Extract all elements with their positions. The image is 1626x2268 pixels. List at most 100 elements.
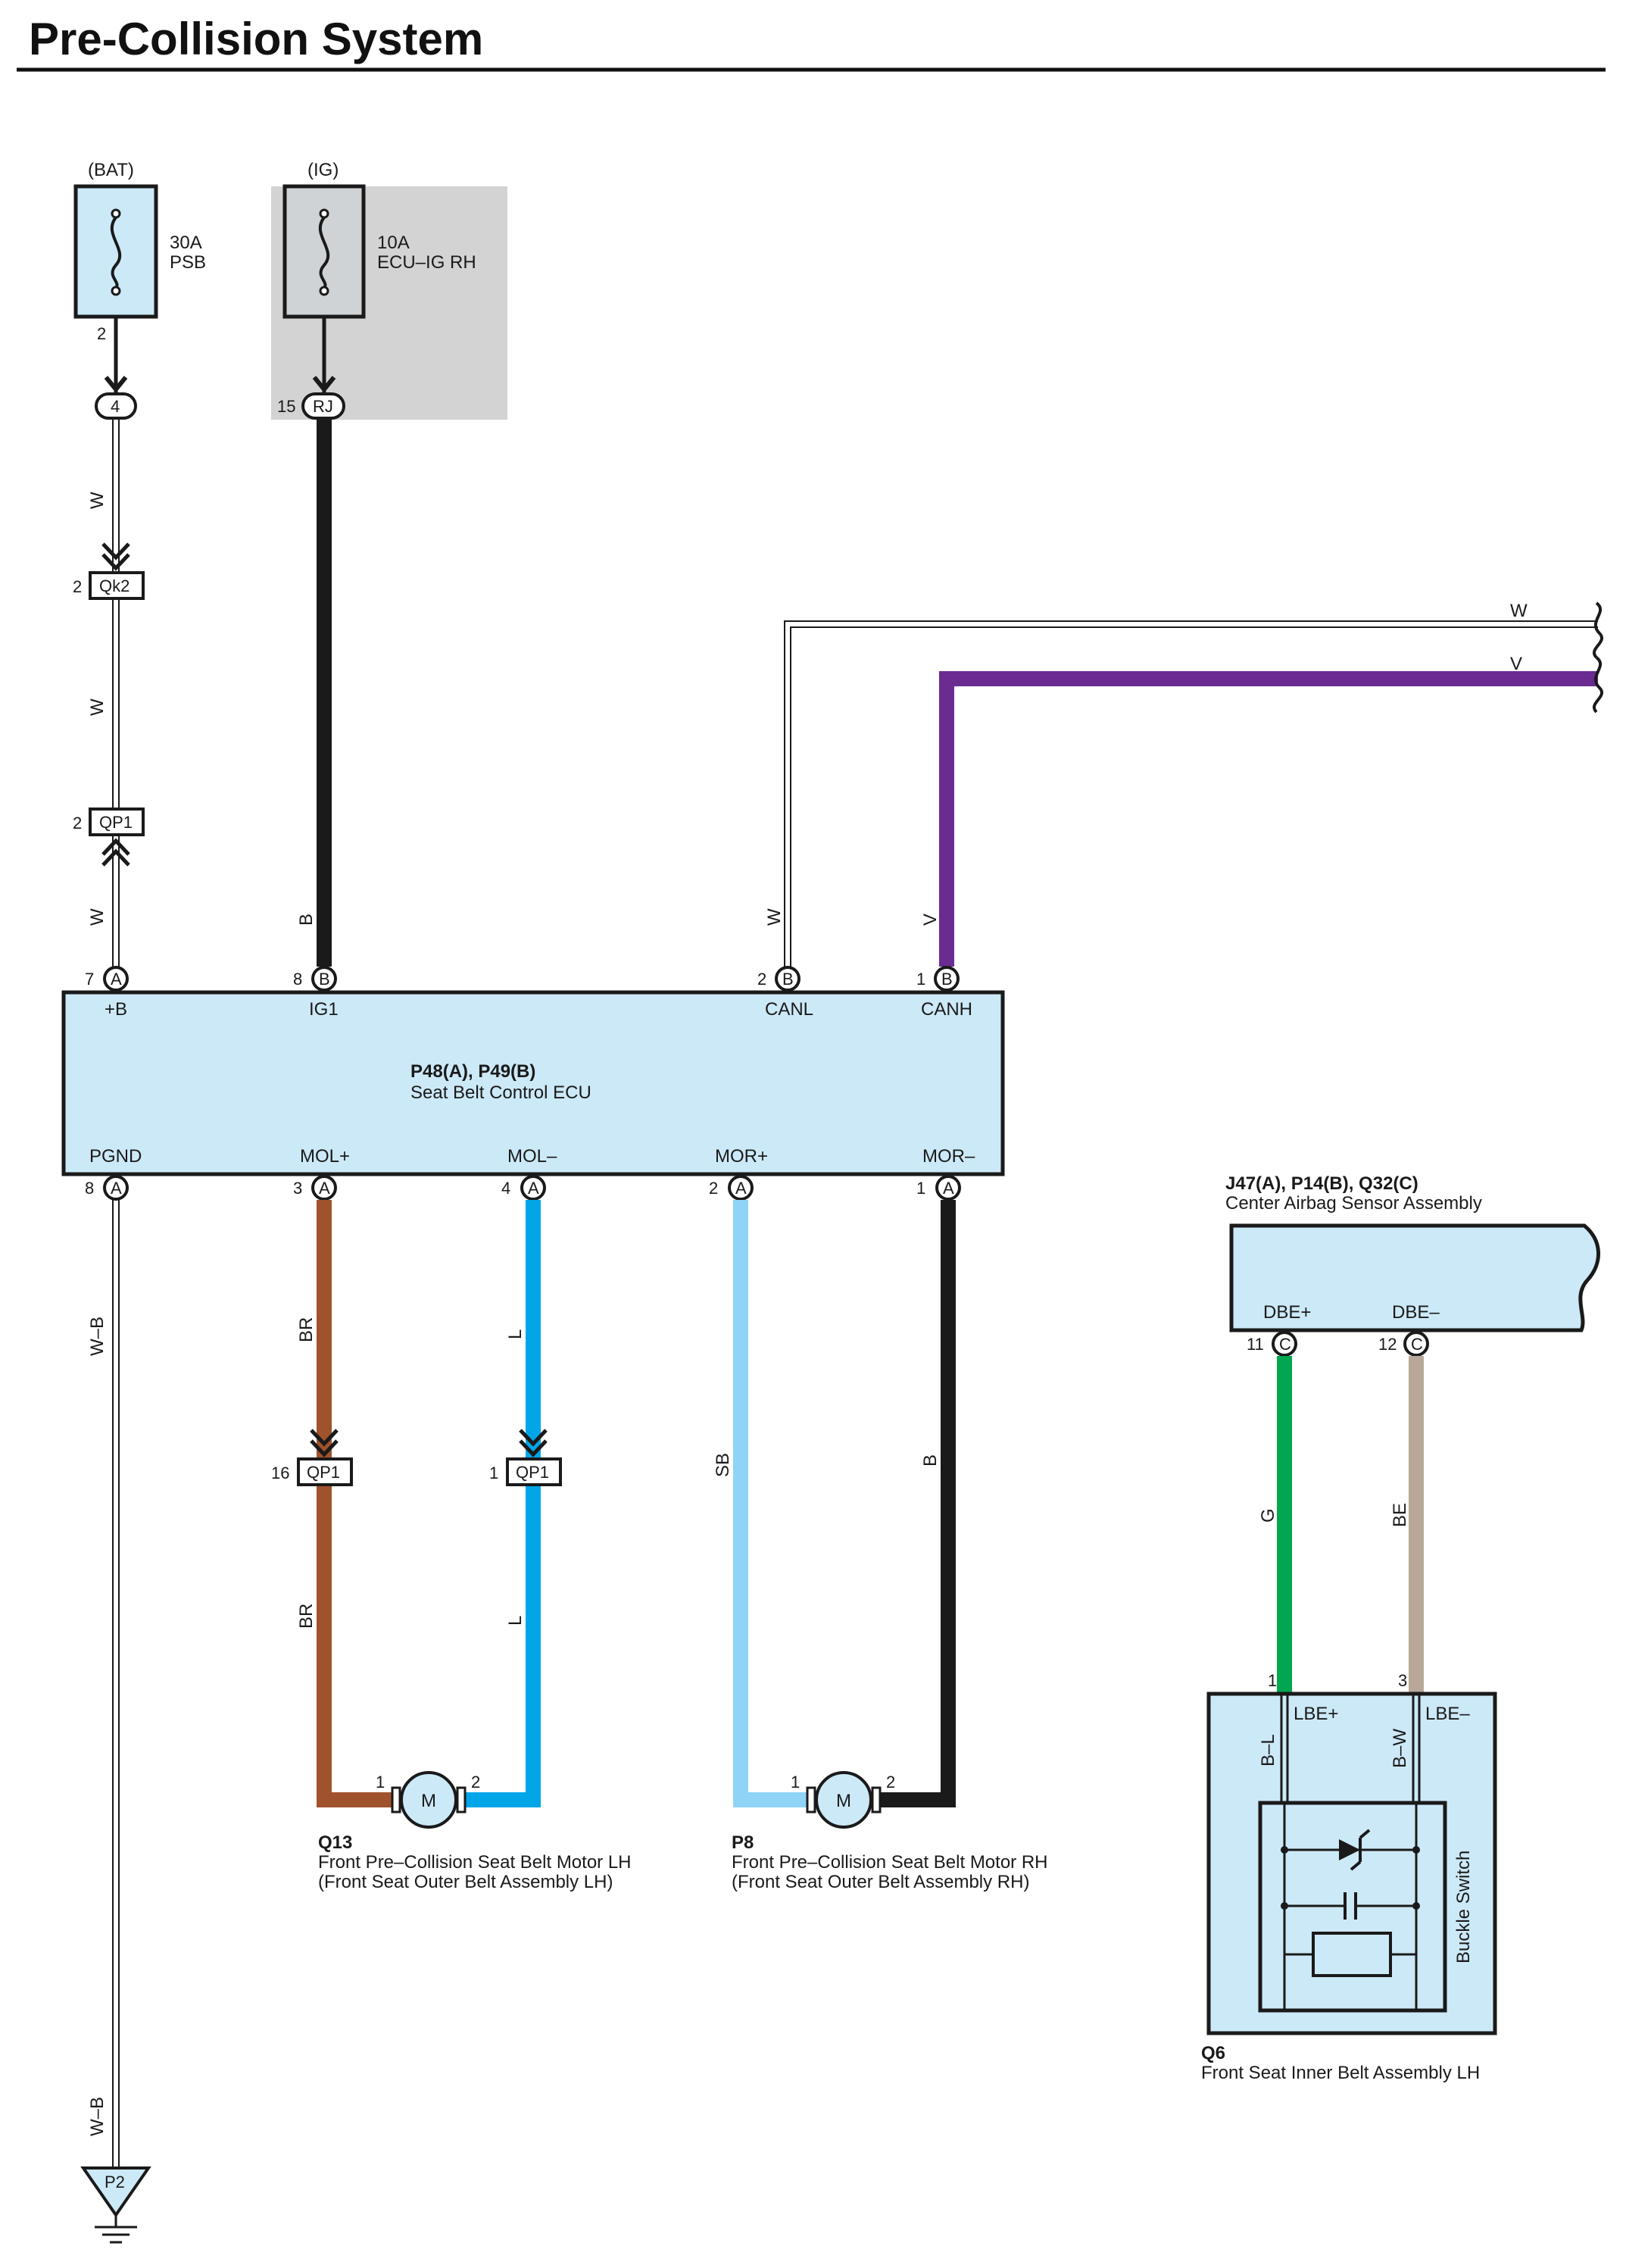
- svg-text:M: M: [421, 1791, 436, 1811]
- wire-label-w2: W: [87, 698, 108, 716]
- qk2-label: Qk2: [99, 576, 130, 595]
- ecu-top-pin-canl: B 2 CANL: [757, 966, 813, 1020]
- wire-v-canh: [939, 671, 1598, 967]
- airbag-pin-dbe-minus: DBE– C 12: [1378, 1302, 1440, 1357]
- wire-w-bat: [112, 418, 120, 967]
- wire-label-w3: W: [87, 908, 108, 926]
- bat-arrow-icon: [104, 376, 128, 393]
- buckle-switch-frame: [1258, 1801, 1447, 2013]
- svg-text:A: A: [735, 1179, 747, 1198]
- ground-triangle-icon: [80, 2166, 151, 2218]
- motor-lh-pin2: 2: [471, 1773, 480, 1792]
- svg-text:11: 11: [1247, 1335, 1264, 1354]
- svg-text:8: 8: [293, 970, 302, 989]
- wire-label-w1: W: [87, 492, 108, 509]
- motor-rh-id: P8: [732, 1832, 754, 1853]
- ecu-top-pin-canh: B 1 CANH: [916, 966, 972, 1020]
- qk2-connector: [89, 571, 145, 600]
- qp1-top-chevron-icon: [101, 838, 130, 867]
- qp1-l-label: QP1: [516, 1463, 549, 1482]
- wire-label-g: G: [1258, 1508, 1278, 1523]
- buckle-assembly-box: [1206, 1692, 1497, 2035]
- qp1-br-connector: [297, 1457, 353, 1486]
- qp1-top-label: QP1: [99, 813, 133, 832]
- svg-text:CANH: CANH: [921, 999, 972, 1020]
- airbag-pin-dbe-plus: DBE+ C 11: [1247, 1302, 1311, 1357]
- svg-text:IG1: IG1: [309, 999, 339, 1020]
- svg-text:8: 8: [85, 1179, 94, 1198]
- wire-label-w-canl: W: [764, 908, 785, 926]
- wire-l-mol-minus: [465, 1200, 541, 1807]
- svg-text:MOR–: MOR–: [922, 1146, 975, 1167]
- wire-w-canl: [784, 620, 1598, 967]
- motor-rh-pin1: 1: [791, 1773, 800, 1792]
- wire-label-l1: L: [505, 1329, 526, 1339]
- svg-text:A: A: [528, 1179, 539, 1198]
- svg-text:1: 1: [916, 1179, 925, 1198]
- buckle-pin-minus: 3: [1398, 1671, 1407, 1690]
- ig-connector-label: RJ: [313, 397, 333, 416]
- qp1-l-chevron-icon: [519, 1429, 548, 1457]
- svg-text:MOR+: MOR+: [715, 1146, 768, 1167]
- wire-label-be: BE: [1390, 1503, 1410, 1527]
- qp1-l-connector: [506, 1457, 562, 1486]
- motor-lh-line2: (Front Seat Outer Belt Assembly LH): [318, 1872, 613, 1892]
- ecu-bottom-pin-pgnd: PGND A 8: [85, 1146, 142, 1201]
- ecu-bottom-pin-mor-plus: MOR+ A 2: [709, 1146, 768, 1201]
- svg-text:4: 4: [501, 1179, 510, 1198]
- buckle-pin-minus-name: LBE–: [1425, 1704, 1470, 1724]
- airbag-name: Center Airbag Sensor Assembly: [1225, 1193, 1482, 1214]
- bat-connector-label: 4: [111, 397, 120, 416]
- seat-belt-ecu-box: [61, 990, 1005, 1176]
- wire-b-mor-minus: [880, 1200, 956, 1807]
- ig-fuse-rating: 10A: [377, 233, 410, 253]
- page-title: Pre-Collision System: [29, 14, 483, 64]
- ig-fuse-icon: [318, 208, 330, 296]
- ecu-id: P48(A), P49(B): [410, 1061, 535, 1082]
- ecu-bottom-pin-mor-minus: MOR– A 1: [916, 1146, 975, 1201]
- wire-b-l-internal: [1280, 1694, 1289, 1803]
- wire-sb-mor-plus: [733, 1200, 809, 1807]
- ig-source-label: (IG): [307, 160, 339, 180]
- wire-label-v-right: V: [1510, 654, 1522, 674]
- bat-connector-oval: [95, 392, 137, 420]
- svg-text:A: A: [943, 1179, 954, 1198]
- svg-text:B: B: [319, 970, 330, 989]
- motor-lh-line1: Front Pre–Collision Seat Belt Motor LH: [318, 1852, 632, 1873]
- ig-arrow-icon: [312, 376, 336, 393]
- wire-label-l2: L: [505, 1616, 526, 1626]
- qp1-l-pin: 1: [489, 1464, 498, 1482]
- buckle-switch-circuit-icon: [1281, 1803, 1420, 2010]
- motor-rh-line1: Front Pre–Collision Seat Belt Motor RH: [732, 1852, 1048, 1873]
- svg-text:MOL–: MOL–: [507, 1146, 557, 1167]
- ecu-bottom-pin-mol-minus: MOL– A 4: [501, 1146, 557, 1201]
- motor-lh-id: Q13: [318, 1832, 352, 1853]
- motor-rh-pin2: 2: [886, 1773, 895, 1792]
- bat-fuse-rating: 30A: [170, 233, 202, 253]
- ecu-top-pin-b: A 7 +B: [85, 966, 129, 1020]
- qp1-br-label: QP1: [307, 1463, 340, 1482]
- svg-text:C: C: [1279, 1335, 1291, 1354]
- wire-label-b-w: B–W: [1390, 1729, 1410, 1768]
- ig-fuse-box: [282, 184, 366, 319]
- wire-label-wb2: W–B: [87, 2097, 108, 2136]
- svg-text:A: A: [111, 970, 122, 989]
- qp1-top-pin: 2: [73, 814, 82, 833]
- motor-rh-line2: (Front Seat Outer Belt Assembly RH): [732, 1872, 1029, 1892]
- svg-text:2: 2: [709, 1179, 718, 1198]
- svg-text:12: 12: [1378, 1335, 1397, 1354]
- bat-fuse-name: PSB: [170, 252, 206, 273]
- wire-label-br1: BR: [296, 1317, 317, 1342]
- svg-text:1: 1: [916, 970, 925, 989]
- motor-lh-icon: M: [391, 1771, 467, 1829]
- buckle-name: Front Seat Inner Belt Assembly LH: [1201, 2063, 1480, 2083]
- svg-text:7: 7: [85, 970, 94, 989]
- wire-b-w-internal: [1412, 1694, 1421, 1803]
- qp1-top-connector: [89, 808, 145, 836]
- bat-fuse-box: [73, 184, 158, 319]
- wire-label-sb: SB: [713, 1453, 733, 1477]
- buckle-pin-plus-name: LBE+: [1294, 1704, 1338, 1724]
- ecu-name: Seat Belt Control ECU: [410, 1082, 591, 1103]
- svg-text:MOL+: MOL+: [300, 1146, 350, 1167]
